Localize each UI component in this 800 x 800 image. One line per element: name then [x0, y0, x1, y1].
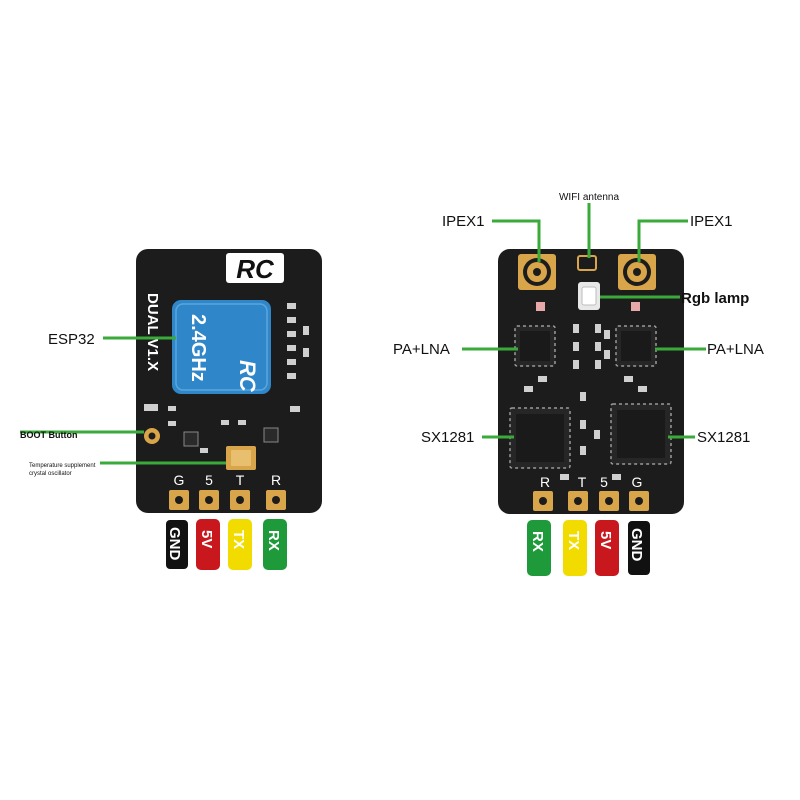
front-pads: [169, 490, 286, 510]
sx1281-left-chip: [509, 407, 571, 469]
front-pin-label-tx: TX: [228, 519, 252, 570]
front-pin-letter-1: 5: [205, 472, 213, 488]
ipex-left-callout: IPEX1: [442, 213, 485, 230]
front-pin-label-text-3: RX: [265, 530, 282, 551]
front-pin-letter-2: T: [236, 472, 245, 488]
back-pads: [533, 491, 649, 511]
back-pin-label-text-1: TX: [565, 531, 582, 550]
back-pin-label-5v: 5V: [595, 520, 619, 576]
back-pin-label-text-2: 5V: [597, 531, 614, 549]
back-pin-letter-3: G: [632, 474, 643, 490]
front-version-text: DUAL V1.X: [144, 293, 161, 371]
back-pin-letter-0: R: [540, 474, 550, 490]
pa-lna-left-chip: [514, 325, 556, 367]
back-pin-letter-2: 5: [600, 474, 608, 490]
front-pin-letter-3: R: [271, 472, 281, 488]
boot-callout: BOOT Button: [20, 430, 78, 440]
front-pin-label-text-1: 5V: [198, 530, 215, 548]
back-pin-label-tx: TX: [563, 520, 587, 576]
front-components: [144, 303, 309, 426]
ipex-right-connector: [618, 254, 656, 290]
back-components: [524, 324, 647, 480]
temp-callout-line2: crystal oscillator: [29, 471, 72, 477]
rgb-lamp-callout: Rgb lamp: [681, 290, 749, 307]
wifi-antenna-pad: [577, 255, 597, 271]
esp32-module: 2.4GHz RC: [172, 300, 271, 394]
ipex-left-connector: [518, 254, 556, 290]
back-pin-label-text-3: GND: [628, 528, 645, 562]
sx1281-left-callout: SX1281: [421, 429, 474, 446]
pa-lna-right-callout: PA+LNA: [707, 341, 764, 358]
back-pin-label-gnd: GND: [626, 519, 652, 577]
front-board: RC DUAL V1.X 2.4GHz RC: [20, 249, 322, 571]
front-pin-label-rx: RX: [263, 519, 287, 570]
front-pin-label-5v: 5V: [196, 519, 220, 570]
esp32-callout: ESP32: [48, 331, 95, 348]
front-chips: [183, 427, 279, 453]
module-band-text: 2.4GHz: [187, 314, 209, 382]
sx1281-right-chip: [610, 403, 672, 465]
back-callout-lines: [462, 203, 706, 439]
back-pin-label-text-0: RX: [529, 531, 546, 552]
back-board: R T 5 G RX TX 5V GND: [393, 192, 764, 577]
module-logo-text: RC: [235, 360, 260, 393]
wifi-antenna-callout: WIFI antenna: [559, 192, 619, 203]
temp-callout-line1: Temperature supplement: [29, 463, 96, 469]
front-pin-letter-0: G: [174, 472, 185, 488]
front-logo-text: RC: [236, 254, 275, 284]
front-pin-label-text-0: GND: [166, 527, 183, 561]
front-pin-label-text-2: TX: [230, 530, 247, 549]
pa-lna-left-callout: PA+LNA: [393, 341, 450, 358]
pa-lna-right-chip: [615, 325, 657, 367]
back-pin-letter-1: T: [578, 474, 587, 490]
front-rc-logo: RC: [226, 253, 284, 284]
back-pin-label-rx: RX: [527, 520, 551, 576]
front-pin-label-gnd: GND: [164, 518, 190, 571]
ipex-right-callout: IPEX1: [690, 213, 733, 230]
boot-button: [144, 428, 160, 444]
sx1281-right-callout: SX1281: [697, 429, 750, 446]
